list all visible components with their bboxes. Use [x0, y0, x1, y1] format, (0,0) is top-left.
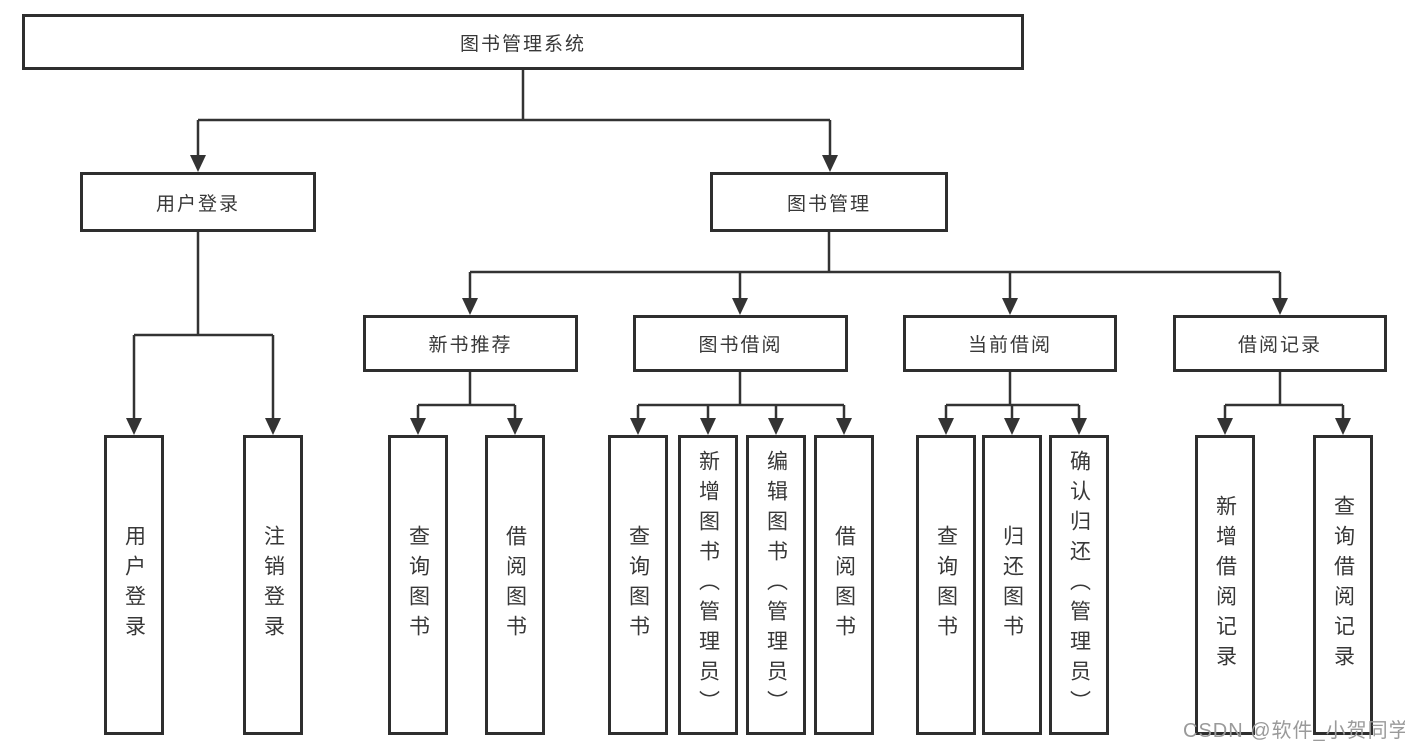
node-leaf-label: 借阅图书: [832, 525, 856, 645]
node-leaf-label: 查询图书: [626, 525, 650, 645]
node-leaf-return-books: 归还图书: [982, 435, 1042, 735]
node-leaf-label: 查询图书: [934, 525, 958, 645]
node-leaf-borrow-books-1: 借阅图书: [485, 435, 545, 735]
node-leaf-query-books-3: 查询图书: [916, 435, 976, 735]
node-current-borrowing: 当前借阅: [903, 315, 1117, 372]
node-leaf-edit-books-admin: 编辑图书（管理员）: [746, 435, 806, 735]
csdn-watermark: CSDN @软件_小贺同学: [1183, 720, 1405, 742]
node-leaf-add-borrow-record: 新增借阅记录: [1195, 435, 1255, 735]
node-leaf-label: 编辑图书（管理员）: [764, 450, 788, 720]
node-leaf-label: 借阅图书: [503, 525, 527, 645]
node-leaf-label: 新增借阅记录: [1213, 495, 1237, 675]
node-leaf-query-books-1: 查询图书: [388, 435, 448, 735]
node-new-book-recommendation: 新书推荐: [363, 315, 578, 372]
node-leaf-label: 用户登录: [122, 525, 146, 645]
node-leaf-label: 注销登录: [261, 525, 285, 645]
node-borrowing-records: 借阅记录: [1173, 315, 1387, 372]
node-leaf-label: 新增图书（管理员）: [696, 450, 720, 720]
node-leaf-query-borrow-record: 查询借阅记录: [1313, 435, 1373, 735]
node-root-system: 图书管理系统: [22, 14, 1024, 70]
node-leaf-add-books-admin: 新增图书（管理员）: [678, 435, 738, 735]
node-leaf-logout: 注销登录: [243, 435, 303, 735]
node-leaf-label: 确认归还（管理员）: [1067, 450, 1091, 720]
node-leaf-user-login: 用户登录: [104, 435, 164, 735]
node-leaf-borrow-books-2: 借阅图书: [814, 435, 874, 735]
node-book-borrowing: 图书借阅: [633, 315, 848, 372]
node-leaf-query-books-2: 查询图书: [608, 435, 668, 735]
node-leaf-label: 查询图书: [406, 525, 430, 645]
node-leaf-confirm-return-admin: 确认归还（管理员）: [1049, 435, 1109, 735]
node-leaf-label: 查询借阅记录: [1331, 495, 1355, 675]
node-book-management: 图书管理: [710, 172, 948, 232]
node-leaf-label: 归还图书: [1000, 525, 1024, 645]
node-user-login-group: 用户登录: [80, 172, 316, 232]
